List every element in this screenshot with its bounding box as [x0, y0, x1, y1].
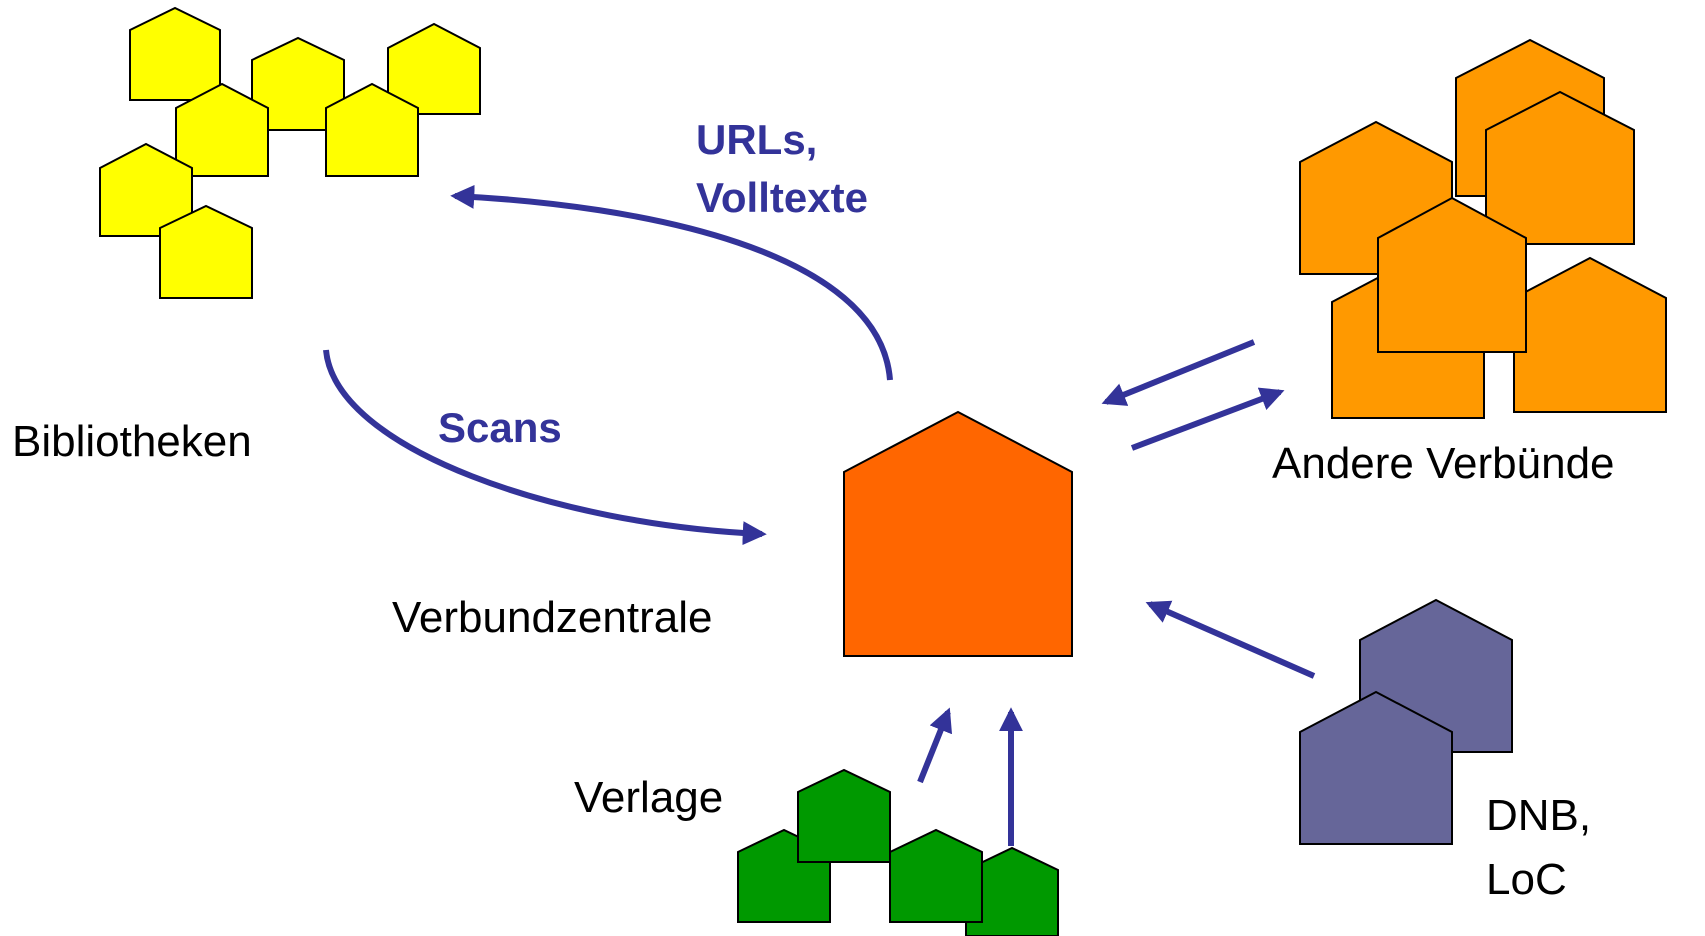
- arrow-from-dnb-loc: [1145, 600, 1316, 679]
- flow-label-urls: URLs,: [696, 116, 817, 163]
- house-icon: [99, 142, 193, 237]
- label-bibliotheken: Bibliotheken: [12, 417, 252, 466]
- label-loc: LoC: [1486, 855, 1567, 904]
- verbundzentrale-group: [843, 410, 1073, 657]
- house-icon: [159, 204, 253, 299]
- house-icon: [843, 410, 1073, 657]
- house-icon: [325, 82, 419, 177]
- andere-verbuende-group: [1299, 38, 1667, 419]
- house-icon: [1377, 196, 1527, 353]
- house-icon: [1299, 690, 1453, 845]
- flow-label-scans: Scans: [438, 404, 562, 451]
- arrow-urls-volltexte: [450, 184, 893, 381]
- dnb-loc-group: [1299, 598, 1513, 845]
- arrow-to-andere-verbuende: [1130, 387, 1285, 451]
- label-verlage: Verlage: [574, 773, 723, 822]
- arrow-scans: [323, 349, 767, 546]
- house-icon: [889, 828, 983, 923]
- label-verbundzentrale: Verbundzentrale: [392, 593, 712, 642]
- verlage-group: [737, 768, 1059, 936]
- label-andere-verbuende: Andere Verbünde: [1272, 439, 1615, 488]
- bibliotheken-group: [99, 6, 481, 299]
- arrows-group: [323, 184, 1316, 846]
- arrow-from-andere-verbuende: [1101, 339, 1256, 406]
- house-icon: [797, 768, 891, 863]
- flow-label-volltexte: Volltexte: [696, 174, 868, 221]
- house-icon: [1513, 256, 1667, 413]
- label-dnb: DNB,: [1486, 791, 1591, 840]
- arrow-from-verlage-diagonal: [917, 707, 953, 784]
- house-icon: [129, 6, 221, 101]
- house-icon: [965, 846, 1059, 936]
